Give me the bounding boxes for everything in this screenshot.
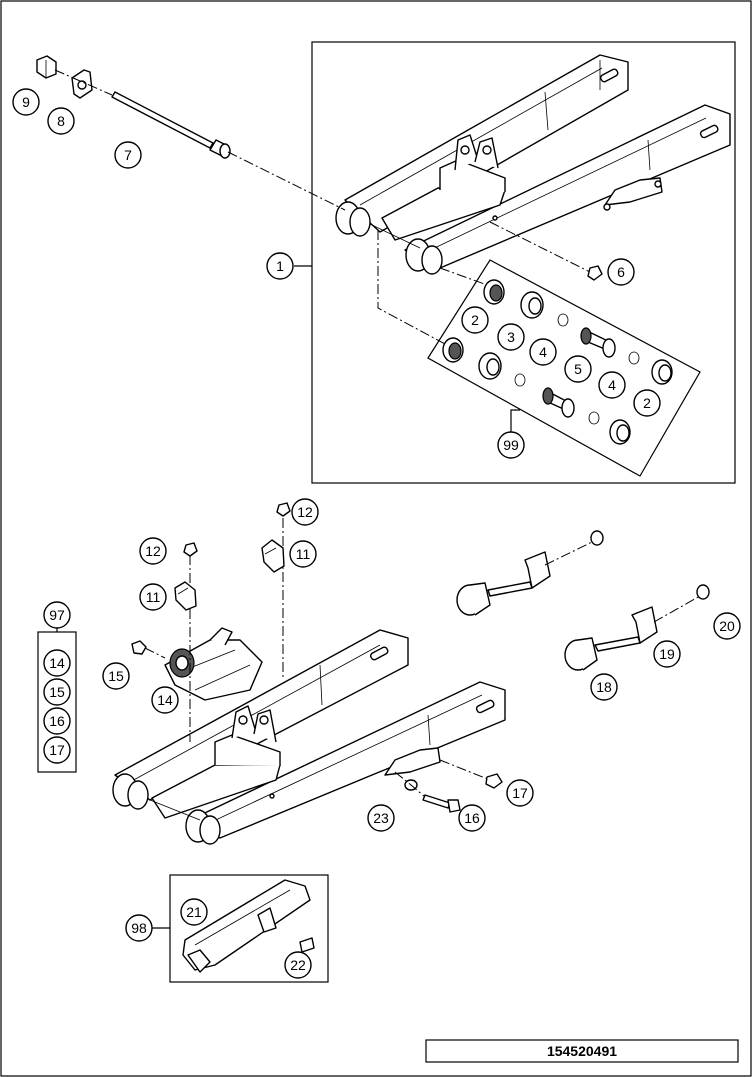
svg-text:15: 15 [49,684,65,700]
callout-3: 3 [497,323,525,351]
pivot-axle [111,91,231,159]
svg-text:16: 16 [464,810,480,826]
chain-adjuster-upper [456,530,604,616]
callout-1: 1 [266,252,294,280]
callout-98: 98 [125,914,153,942]
svg-text:5: 5 [574,361,582,377]
chain-guide [164,627,263,701]
svg-text:8: 8 [57,113,65,129]
callout-5: 5 [564,355,592,383]
callout-11-left: 11 [139,583,167,611]
bolt-16-line [394,771,426,798]
callout-19: 19 [653,640,681,668]
svg-text:21: 21 [186,904,202,920]
svg-text:12: 12 [297,504,313,520]
callout-7: 7 [114,141,142,169]
callout-12-left: 12 [139,537,167,565]
callout-4-right: 4 [598,371,626,399]
callout-18: 18 [590,673,618,701]
svg-text:18: 18 [596,679,612,695]
svg-text:11: 11 [146,589,161,605]
callout-20: 20 [713,612,741,640]
leader-99 [510,409,520,432]
callout-2-upper: 2 [461,306,489,334]
screw [587,265,603,281]
bolt-17-line [439,759,491,781]
callout-6: 6 [607,258,635,286]
kit-97-item-17: 17 [43,736,71,764]
svg-text:7: 7 [124,147,132,163]
svg-text:2: 2 [471,312,479,328]
callout-99: 99 [497,431,525,459]
nut-15 [131,640,147,655]
svg-text:22: 22 [290,957,306,973]
svg-text:97: 97 [49,607,65,623]
svg-text:4: 4 [539,344,547,360]
chain-adjuster-lower [564,584,710,671]
svg-text:11: 11 [296,546,311,562]
callout-12-right: 12 [291,498,319,526]
callout-9: 9 [12,88,40,116]
svg-text:9: 9 [22,94,30,110]
svg-text:23: 23 [373,810,389,826]
screw-12-right [276,502,291,517]
callout-11-right: 11 [289,540,317,568]
bearing-center-line-2 [439,267,491,287]
svg-text:1: 1 [276,258,284,274]
callout-2-lower: 2 [633,389,661,417]
axle-nut [36,55,57,79]
svg-text:98: 98 [131,920,147,936]
bearing-kit-frame [427,259,701,477]
callout-21: 21 [180,898,208,926]
axle-center-line [54,69,346,211]
svg-text:12: 12 [145,543,161,559]
svg-text:15: 15 [108,668,124,684]
bearing-center-line [377,230,446,345]
swingarm-detail-frame [311,41,736,484]
bearing-set-lower [442,337,631,445]
svg-text:19: 19 [659,646,675,662]
svg-text:20: 20 [719,618,735,634]
svg-text:17: 17 [49,742,65,758]
bolt-16 [422,794,461,813]
kit-97-item-16: 16 [43,707,71,735]
callout-15: 15 [102,662,130,690]
callout-97: 97 [43,601,71,629]
callout-8: 8 [47,107,75,135]
svg-text:2: 2 [643,395,651,411]
swingarm-lower [112,629,506,845]
chain-guard [182,879,311,973]
svg-text:14: 14 [49,655,65,671]
axle-plate [71,69,93,99]
screw-12-left [183,542,198,557]
svg-text:14: 14 [157,692,173,708]
title-block [425,1039,739,1063]
clamp-left [174,581,197,611]
callout-23: 23 [367,804,395,832]
callout-16: 16 [458,804,486,832]
clamp-right [261,539,285,573]
svg-text:3: 3 [507,329,515,345]
callout-14: 14 [151,686,179,714]
callout-22: 22 [284,951,312,979]
nut-line [144,647,166,659]
svg-text:4: 4 [608,377,616,393]
bearing-set-upper [483,279,673,385]
swingarm-upper [335,54,731,275]
callout-17: 17 [506,779,534,807]
svg-text:16: 16 [49,713,65,729]
callout-4-left: 4 [529,338,557,366]
svg-text:99: 99 [503,437,519,453]
kit-97-item-14: 14 [43,649,71,677]
drawing-number: 154520491 [547,1043,617,1059]
svg-text:17: 17 [512,785,528,801]
screw-center-line [489,221,591,273]
guard-screw [299,937,315,953]
svg-text:6: 6 [617,264,625,280]
kit-97-item-15: 15 [43,678,71,706]
nut-17 [485,773,503,789]
